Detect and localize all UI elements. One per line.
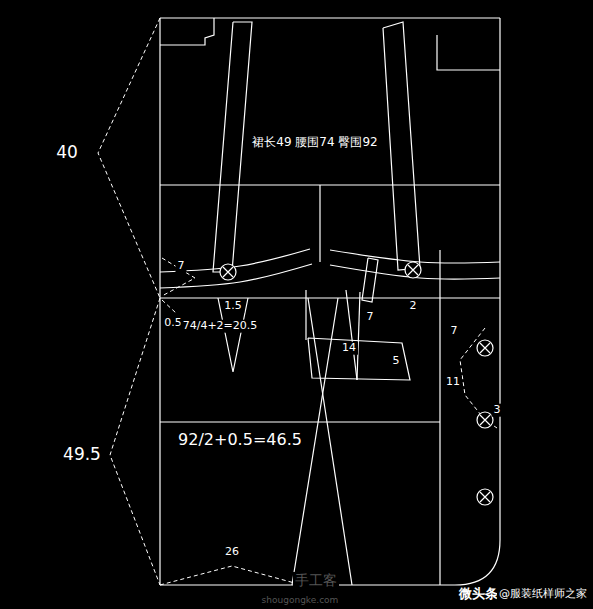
button-cross: [223, 267, 233, 277]
button-circle: [477, 340, 493, 356]
dimension-label: 49.5: [61, 445, 103, 465]
formula-label: 92/2+0.5=46.5: [176, 431, 304, 449]
button-circle: [220, 264, 236, 280]
pattern-line: [160, 18, 214, 45]
watermark: shougongke.com: [260, 595, 341, 605]
pattern-line: [213, 22, 252, 272]
dimension-label: 3: [492, 404, 503, 417]
pattern-line: [159, 18, 160, 585]
button-circle: [477, 489, 493, 505]
pattern-line: [319, 185, 320, 262]
dimension-label: 7: [449, 325, 460, 338]
dimension-guide: [162, 258, 195, 296]
button-symbol: [220, 264, 236, 280]
pattern-line: [218, 298, 248, 372]
waist-curve: [330, 250, 500, 263]
button-circle: [405, 262, 421, 278]
pattern-line: [160, 17, 500, 18]
dimension-label: 2: [408, 300, 419, 313]
dimension-label: 11: [444, 376, 462, 389]
pattern-line: [357, 292, 360, 380]
button-symbol: [477, 340, 493, 356]
button-cross: [480, 492, 490, 502]
pattern-line: [437, 35, 500, 70]
dimension-label: 14: [340, 342, 358, 355]
pattern-line: [160, 297, 500, 298]
pattern-line: [362, 258, 378, 302]
note-text: 裙长49 腰围74 臀围92: [250, 136, 379, 150]
pattern-line: [383, 22, 420, 270]
dimension-guide: [110, 298, 160, 585]
dimension-label: 7: [365, 311, 376, 324]
dimension-guide: [98, 18, 160, 298]
dimension-label: 7: [176, 260, 187, 273]
button-cross: [408, 265, 418, 275]
button-cross: [480, 343, 490, 353]
dimension-guide: [162, 300, 176, 313]
dimension-label: 26: [223, 546, 241, 559]
pattern-line: [160, 184, 500, 185]
button-symbol: [477, 489, 493, 505]
pattern-line: [439, 250, 440, 585]
button-symbol: [405, 262, 421, 278]
watermark: 微头条: [457, 587, 500, 602]
pattern-line: [346, 290, 357, 380]
watermark: 手工客: [293, 572, 339, 588]
outline-edge: [455, 18, 500, 585]
dimension-label: 1.5: [222, 300, 244, 313]
dimension-guide: [160, 566, 302, 585]
button-cross: [480, 415, 490, 425]
dimension-label: 40: [54, 143, 80, 163]
formula-label: 74/4+2=20.5: [181, 320, 260, 333]
watermark: @服装纸样师之家: [497, 588, 589, 601]
pattern-line: [308, 338, 410, 380]
pattern-line: [305, 290, 306, 340]
dimension-label: 5: [391, 355, 402, 368]
pattern-line: [160, 421, 440, 422]
